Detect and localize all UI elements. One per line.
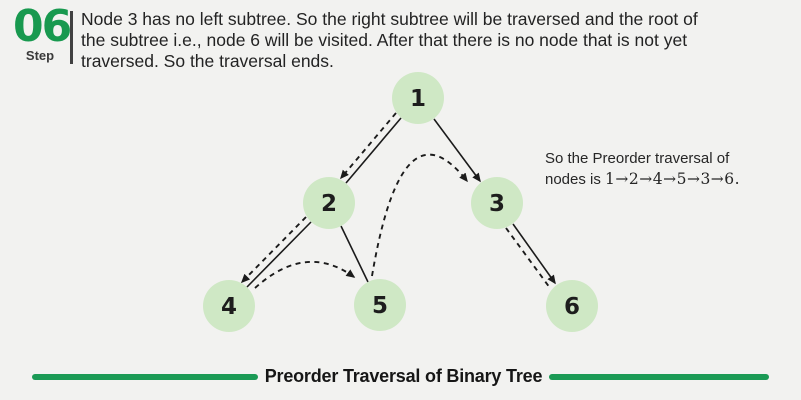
node-2-label: 2 [321,191,337,217]
node-2-circle [303,177,355,229]
traversal-arrow-5-3 [371,153,468,277]
side-note-prefix: nodes is [545,171,606,188]
node-5-circle [354,279,406,331]
step-number: 06 [13,1,72,52]
step-description: Node 3 has no left subtree. So the right… [81,9,698,72]
footer-title: Preorder Traversal of Binary Tree [264,366,543,386]
node-6-label: 6 [564,294,580,320]
tree-node-5: 5 [354,279,406,331]
node-3-circle [471,177,523,229]
node-4-label: 4 [221,294,237,320]
node-3-label: 3 [489,191,505,217]
node-5-label: 5 [372,293,388,319]
edge-1-3 [433,118,481,183]
traversal-sequence: 1→2→4→5→3→6. [605,170,741,188]
node-1-circle [392,72,444,124]
traversal-arrow-4-5 [254,260,356,289]
side-note: So the Preorder traversal of nodes is 1→… [545,149,740,190]
traversal-arrow-2-4 [240,216,307,284]
node-4-circle [203,280,255,332]
side-note-line-1: So the Preorder traversal of [545,150,730,167]
step-block: 06 Step [13,1,72,64]
tree-node-1: 1 [392,72,444,124]
tree-node-3: 3 [471,177,523,229]
edge-2-4 [246,221,312,288]
node-6-circle [546,280,598,332]
tree-node-6: 6 [546,280,598,332]
edge-1-2 [345,117,402,184]
edge-3-6 [512,223,556,285]
footer-line-right [549,373,770,380]
description-line-3: traversed. So the traversal ends. [81,51,334,71]
edge-2-5 [340,225,369,283]
description-line-2: the subtree i.e., node 6 will be visited… [81,30,688,50]
header-divider [70,11,73,64]
side-note-line-2: nodes is 1→2→4→5→3→6. [545,169,740,190]
footer-banner: Preorder Traversal of Binary Tree [0,366,801,387]
tree-node-2: 2 [303,177,355,229]
traversal-arrow-1-2 [340,112,397,180]
step-label: Step [25,48,55,63]
node-1-label: 1 [410,86,426,112]
traversal-arrow-3-6 [505,227,551,289]
tree-node-4: 4 [203,280,255,332]
description-line-1: Node 3 has no left subtree. So the right… [81,9,698,29]
footer-line-left [31,373,258,380]
